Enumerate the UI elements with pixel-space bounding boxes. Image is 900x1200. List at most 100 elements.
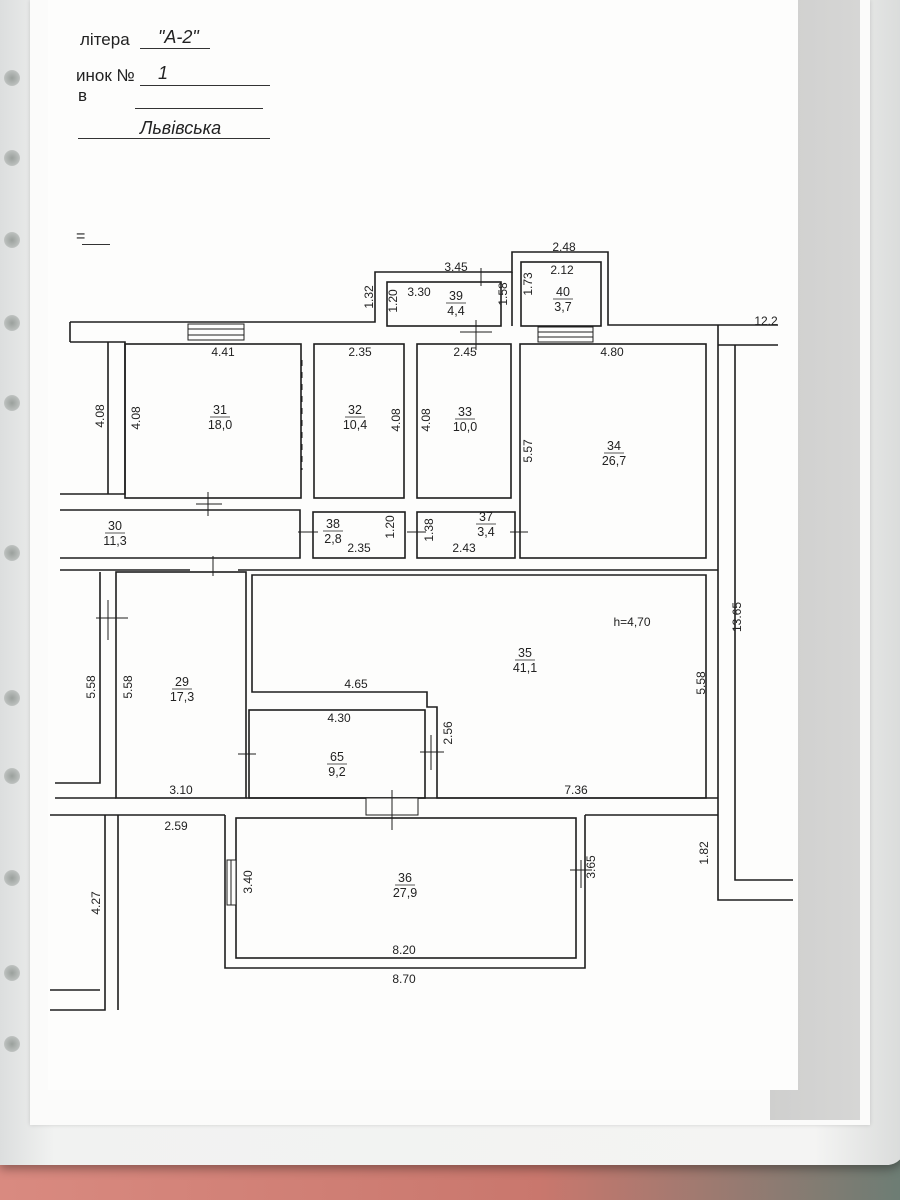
- dim-label: 1.38: [422, 518, 436, 542]
- street-value: Львівська: [140, 118, 222, 138]
- dim-label: 3.30: [407, 285, 431, 299]
- wall: [717, 810, 793, 901]
- dim-label: 1.58: [496, 282, 510, 306]
- binder-hole: [4, 870, 20, 886]
- scale-mark: =: [76, 228, 86, 245]
- room-31-outline: [124, 343, 302, 499]
- dim-label: 2.45: [453, 345, 477, 359]
- binder-hole: [4, 150, 20, 166]
- wall: [224, 815, 586, 969]
- vertical-dimension-labels: 1.32 1.20 1.58 1.73 4.08 4.08 4.08 4.08 …: [84, 272, 744, 915]
- room-35-area: 41,1: [513, 661, 537, 675]
- room-33-number: 33: [458, 405, 472, 419]
- binder-hole: [4, 1036, 20, 1052]
- room-40-area: 3,7: [554, 300, 571, 314]
- dim-label: 2.35: [348, 345, 372, 359]
- dim-label: 1.82: [697, 841, 711, 865]
- dim-label: 4.80: [600, 345, 624, 359]
- dim-label: 5.57: [521, 439, 535, 463]
- room-31-number: 31: [213, 403, 227, 417]
- dim-label: 8.20: [392, 943, 416, 957]
- room-39-number: 39: [449, 289, 463, 303]
- room-33-area: 10,0: [453, 420, 477, 434]
- wall: [50, 815, 106, 1011]
- dim-label: 2.12: [550, 263, 574, 277]
- room-30-outline: [60, 509, 301, 559]
- nomer-value: 1: [158, 63, 169, 83]
- underline: [78, 138, 270, 139]
- dim-label: 3.40: [241, 870, 255, 894]
- room-65-area: 9,2: [328, 765, 345, 779]
- binder-hole: [4, 70, 20, 86]
- dim-label: 4.41: [211, 345, 235, 359]
- dim-label: 4.08: [129, 406, 143, 430]
- room-34-outline: [519, 343, 707, 559]
- room-29-number: 29: [175, 675, 189, 689]
- room-35-number: 35: [518, 646, 532, 660]
- room-38-outline: [312, 511, 406, 559]
- label-dividers: [105, 298, 624, 886]
- dim-label: 1.73: [521, 272, 535, 296]
- dim-label: 7.36: [564, 783, 588, 797]
- dim-label: 1.20: [383, 515, 397, 539]
- dim-label: 4.08: [419, 408, 433, 432]
- room-32-area: 10,4: [343, 418, 367, 432]
- wall: [734, 345, 793, 881]
- wall: [55, 572, 101, 784]
- binder-hole: [4, 965, 20, 981]
- room-36-number: 36: [398, 871, 412, 885]
- dim-label: 3.45: [444, 260, 468, 274]
- room-29-outline: [115, 571, 247, 799]
- floor-plan-page: [48, 0, 798, 1090]
- dim-label: 2.43: [452, 541, 476, 555]
- room-29-area: 17,3: [170, 690, 194, 704]
- dim-label: 3.10: [169, 783, 193, 797]
- dim-label: 3.65: [584, 855, 598, 879]
- dim-label: 1.20: [386, 289, 400, 313]
- dim-label: 5.58: [121, 675, 135, 699]
- room-36-area: 27,9: [393, 886, 417, 900]
- room-38-number: 38: [326, 517, 340, 531]
- dim-label: 8.70: [392, 972, 416, 986]
- binder-hole: [4, 768, 20, 784]
- walls: [50, 251, 793, 1011]
- binder-hole: [4, 395, 20, 411]
- room-38-area: 2,8: [324, 532, 341, 546]
- room-labels: 31 18,0 32 10,4 33 10,0 34 26,7 30 11,3 …: [103, 285, 626, 900]
- underline: [135, 108, 263, 109]
- dim-label: 5.58: [694, 671, 708, 695]
- outer-wall-top: [70, 251, 718, 326]
- room-39-area: 4,4: [447, 304, 464, 318]
- underline: [140, 85, 270, 86]
- room-39-outline: [386, 281, 502, 327]
- dim-label: 2.59: [164, 819, 188, 833]
- openings: [96, 268, 594, 906]
- room-30-number: 30: [108, 519, 122, 533]
- room-32-number: 32: [348, 403, 362, 417]
- binder-hole: [4, 690, 20, 706]
- street-prefix: в: [78, 86, 88, 105]
- dim-label: 13.65: [730, 602, 744, 632]
- window-mark: [187, 323, 245, 341]
- dim-label: 2.35: [347, 541, 371, 555]
- room-37-number: 37: [479, 510, 493, 524]
- dim-label: 4.08: [93, 404, 107, 428]
- room-40-outline: [520, 261, 602, 327]
- litera-label: літера: [80, 30, 130, 49]
- room-32-outline: [313, 343, 405, 499]
- room-35-outline: [251, 574, 707, 799]
- dim-label: 2.56: [441, 721, 455, 745]
- window-mark: [537, 326, 594, 343]
- litera-value: "А-2": [158, 27, 199, 47]
- room-65-number: 65: [330, 750, 344, 764]
- binder-hole: [4, 315, 20, 331]
- nomer-label: инок №: [76, 66, 135, 85]
- room-40-number: 40: [556, 285, 570, 299]
- underline: [82, 244, 110, 245]
- room-34-number: 34: [607, 439, 621, 453]
- underline: [140, 48, 210, 49]
- room-37-outline: [416, 511, 516, 559]
- room-34-area: 26,7: [602, 454, 626, 468]
- dimension-labels: 2.48 2.12 3.45 3.30 12.2 4.41 2.35 2.45 …: [164, 240, 778, 986]
